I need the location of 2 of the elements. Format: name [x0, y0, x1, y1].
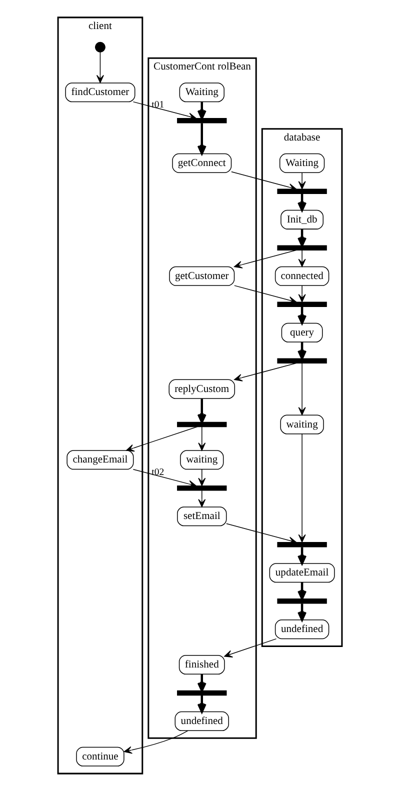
edge-label: t02 — [152, 466, 164, 478]
edge-label: t01 — [152, 99, 164, 110]
